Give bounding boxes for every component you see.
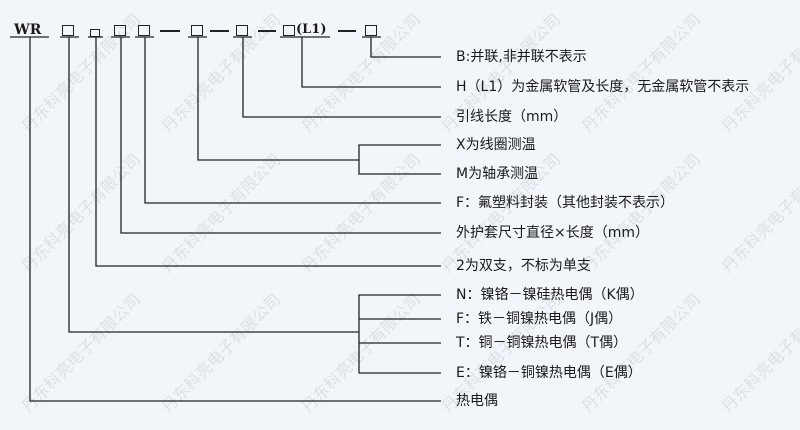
label-sheath-size: 外护套尺寸直径×长度（mm） [456, 225, 650, 241]
bracket-xm [358, 144, 441, 175]
connector-box7 [301, 37, 441, 88]
label-fluoroplastic: F：氟塑料封装（其他封装不表示） [456, 195, 675, 211]
connector-box8 [370, 37, 441, 58]
label-metal-hose: H（L1）为金属软管及长度，无金属软管不表示 [456, 79, 750, 95]
label-parallel: B:并联,非并联不表示 [456, 49, 587, 65]
connector-prefix [29, 37, 441, 402]
label-type-f: F：铁－铜镍热电偶（J偶） [456, 311, 623, 327]
label-lead-length: 引线长度（mm） [456, 109, 568, 125]
label-type-e: E：镍铬－铜镍热电偶（E偶） [456, 365, 642, 381]
connector-box4 [144, 37, 441, 204]
code-box-1 [62, 25, 74, 36]
label-dual: 2为双支，不标为单支 [456, 258, 591, 274]
connector-box1 [68, 37, 359, 333]
code-box-6 [236, 25, 248, 36]
code-box-8 [365, 25, 377, 36]
code-l1: (L1) [296, 22, 327, 37]
label-type-n: N：镍铬－镍硅热电偶（K偶） [456, 287, 644, 303]
connector-box5 [197, 37, 359, 161]
connector-box2 [95, 37, 441, 267]
label-bearing-temp: M为轴承测温 [456, 166, 539, 182]
label-thermocouple: 热电偶 [456, 393, 498, 409]
model-prefix: WR [14, 22, 42, 38]
connector-box6 [242, 37, 441, 118]
label-coil-temp: X为线圈测温 [456, 137, 536, 153]
code-box-3 [114, 25, 126, 36]
bracket-types [358, 294, 441, 374]
code-box-2 [90, 29, 100, 37]
code-box-4 [138, 25, 150, 36]
code-box-7 [283, 25, 295, 36]
code-box-5 [191, 25, 203, 36]
connector-box3 [120, 37, 441, 234]
label-type-t: T：铜－铜镍热电偶（T偶） [456, 335, 628, 351]
